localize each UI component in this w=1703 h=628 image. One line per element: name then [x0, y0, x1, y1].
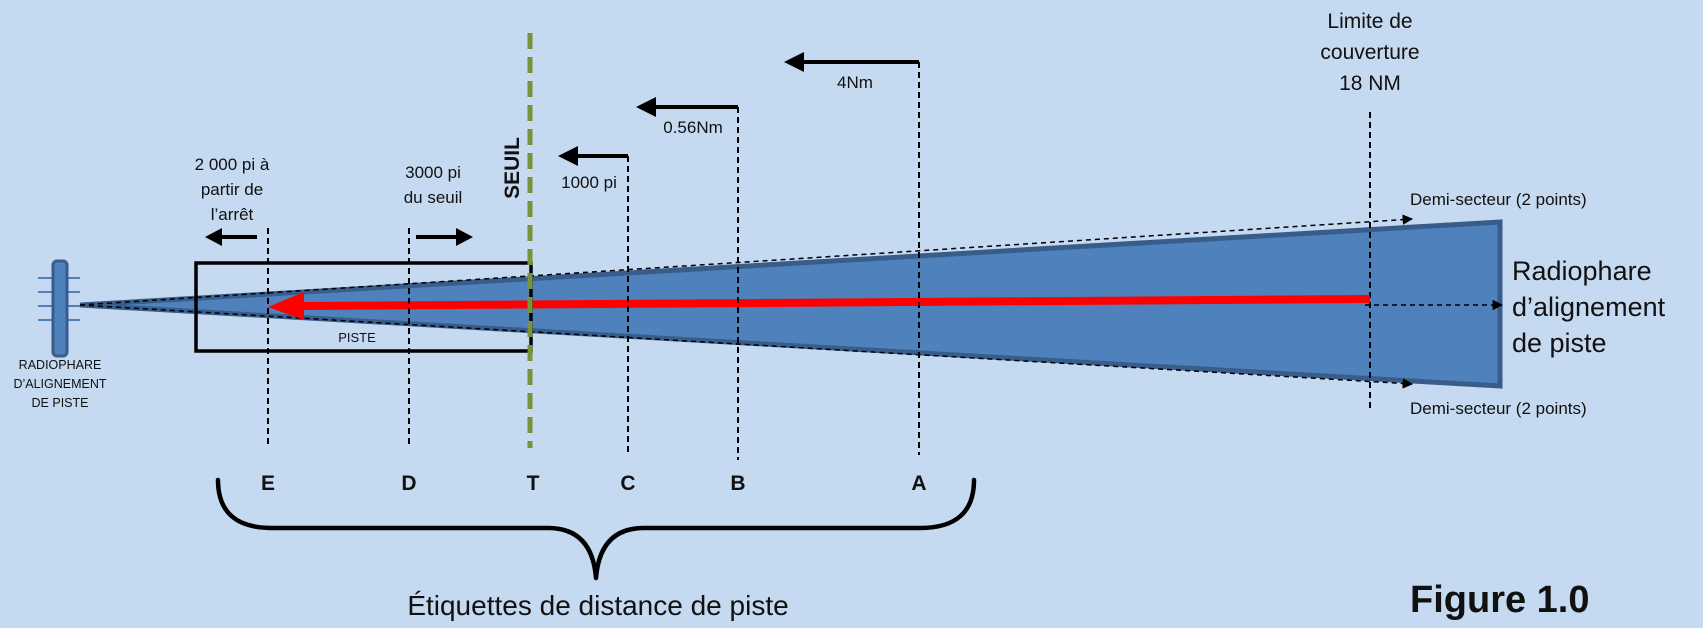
marker-d-note-line2: du seuil: [404, 188, 463, 207]
marker-e-note-line3: l’arrêt: [211, 205, 254, 224]
localizer-label-line3: de piste: [1512, 328, 1607, 358]
brace-caption: Étiquettes de distance de piste: [407, 590, 788, 621]
half-sector-bottom-line: [79, 304, 1414, 389]
marker-d-note-line1: 3000 pi: [405, 163, 461, 182]
marker-letter-b: B: [730, 472, 745, 495]
half-sector-bottom-label: Demi-secteur (2 points): [1410, 399, 1587, 418]
transmitter-label-line2: D’ALIGNEMENT: [13, 377, 106, 391]
marker-e-arrowhead: [205, 228, 222, 246]
marker-c-note: 1000 pi: [561, 173, 617, 192]
localizer-label-line2: d’alignement: [1512, 292, 1666, 322]
marker-d-arrowhead: [456, 228, 473, 246]
marker-letter-d: D: [401, 472, 416, 495]
centerline: [299, 295, 1371, 310]
localizer-label-line1: Radiophare: [1512, 256, 1652, 286]
transmitter-icon: [38, 259, 80, 358]
marker-a-arrowhead: [784, 52, 804, 72]
marker-letter-c: C: [620, 472, 635, 495]
centerline-arrowhead: [268, 292, 304, 320]
coverage-limit-line3: 18 NM: [1339, 72, 1401, 95]
marker-e-note-line1: 2 000 pi à: [195, 155, 270, 174]
figure-label: Figure 1.0: [1410, 579, 1590, 621]
transmitter-label-line3: DE PISTE: [32, 396, 89, 410]
marker-b-arrowhead: [636, 97, 656, 117]
marker-a-note: 4Nm: [837, 73, 873, 92]
half-sector-top-line: [79, 214, 1414, 306]
marker-c-arrowhead: [558, 146, 578, 166]
coverage-limit-line1: Limite de: [1327, 10, 1412, 33]
marker-b-note: 0.56Nm: [663, 118, 723, 137]
half-sector-top-label: Demi-secteur (2 points): [1410, 190, 1587, 209]
threshold-label: SEUIL: [501, 137, 524, 199]
marker-letter-t: T: [527, 472, 540, 495]
marker-letter-a: A: [911, 472, 926, 495]
transmitter-label-line1: RADIOPHARE: [19, 358, 102, 372]
distance-brace: [215, 477, 977, 581]
marker-e-note-line2: partir de: [201, 180, 263, 199]
runway-label: PISTE: [338, 330, 376, 345]
coverage-limit-line2: couverture: [1320, 41, 1419, 64]
marker-letter-e: E: [261, 472, 275, 495]
